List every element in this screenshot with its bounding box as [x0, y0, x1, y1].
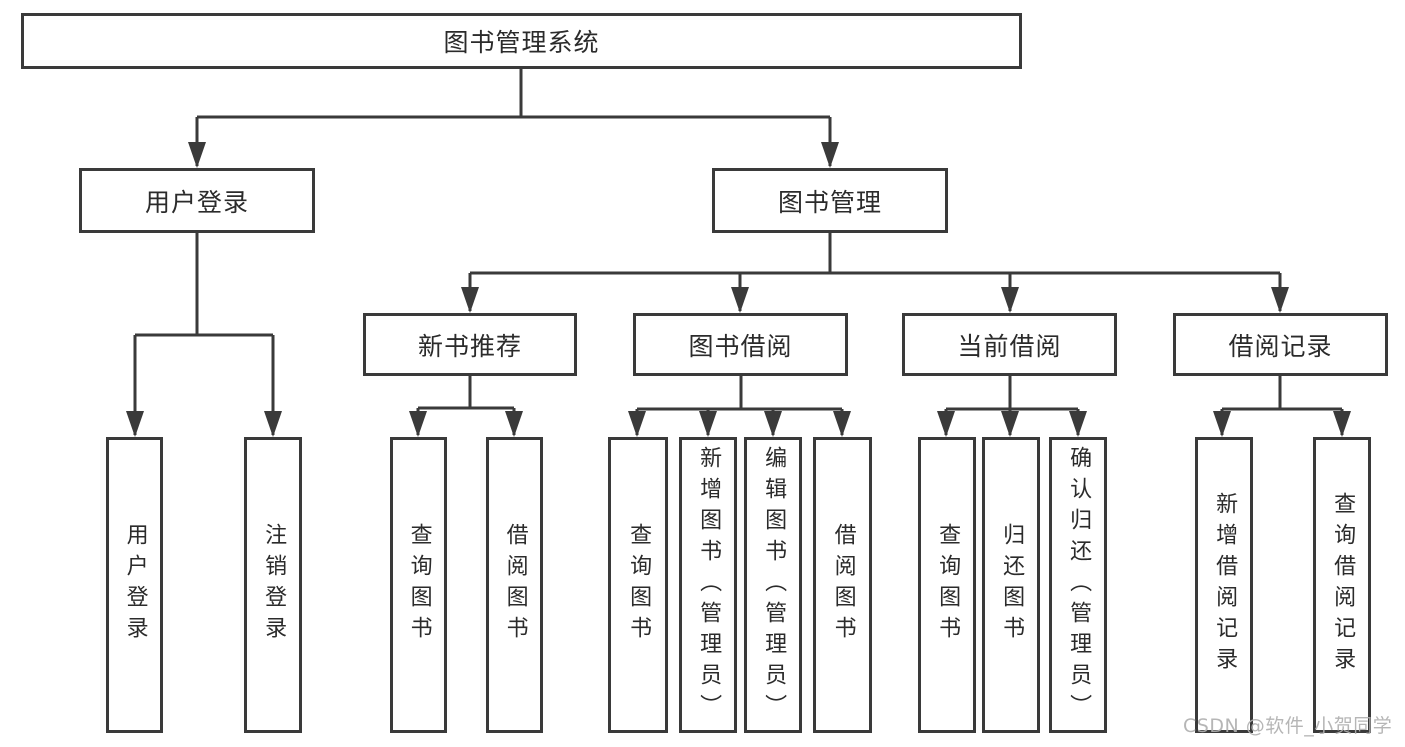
leaf-edit-books-admin-label: 编辑图书（管理员） — [761, 445, 787, 725]
node-book-management: 图书管理 — [712, 168, 948, 233]
node-borrowing-records-label: 借阅记录 — [1228, 331, 1333, 361]
leaf-query-books-borrow-label: 查询图书 — [626, 523, 652, 647]
leaf-query-books-recommend-label: 查询图书 — [406, 523, 432, 647]
node-new-book-recommend-label: 新书推荐 — [417, 331, 522, 361]
leaf-edit-books-admin: 编辑图书（管理员） — [744, 437, 802, 733]
leaf-query-borrow-record: 查询借阅记录 — [1313, 437, 1371, 733]
leaf-user-login: 用户登录 — [106, 437, 163, 733]
node-book-borrowing: 图书借阅 — [633, 313, 848, 376]
leaf-add-books-admin: 新增图书（管理员） — [679, 437, 737, 733]
leaf-add-borrow-record: 新增借阅记录 — [1195, 437, 1253, 733]
node-user-login-label: 用户登录 — [144, 187, 249, 217]
node-user-login: 用户登录 — [79, 168, 315, 233]
leaf-add-borrow-record-label: 新增借阅记录 — [1212, 492, 1238, 678]
leaf-borrow-books-recommend-label: 借阅图书 — [502, 523, 528, 647]
node-current-borrowing-label: 当前借阅 — [957, 331, 1062, 361]
leaf-borrow-books-borrow: 借阅图书 — [813, 437, 872, 733]
node-borrowing-records: 借阅记录 — [1173, 313, 1388, 376]
leaf-return-books: 归还图书 — [982, 437, 1040, 733]
node-library-management-system-label: 图书管理系统 — [443, 28, 600, 57]
leaf-return-books-label: 归还图书 — [999, 523, 1025, 647]
leaf-logout-login: 注销登录 — [244, 437, 302, 733]
leaf-query-books-borrow: 查询图书 — [608, 437, 668, 733]
node-new-book-recommend: 新书推荐 — [363, 313, 577, 376]
node-library-management-system: 图书管理系统 — [21, 13, 1022, 69]
leaf-confirm-return-admin-label: 确认归还（管理员） — [1066, 445, 1092, 725]
leaf-confirm-return-admin: 确认归还（管理员） — [1049, 437, 1107, 733]
node-book-borrowing-label: 图书借阅 — [688, 331, 793, 361]
leaf-query-books-recommend: 查询图书 — [390, 437, 447, 733]
watermark-text: CSDN @软件_小贺同学 — [1183, 715, 1393, 737]
leaf-query-books-current: 查询图书 — [918, 437, 976, 733]
node-book-management-label: 图书管理 — [777, 187, 882, 217]
leaf-user-login-label: 用户登录 — [122, 523, 148, 647]
leaf-query-borrow-record-label: 查询借阅记录 — [1330, 492, 1356, 678]
leaf-add-books-admin-label: 新增图书（管理员） — [696, 445, 722, 725]
node-current-borrowing: 当前借阅 — [902, 313, 1117, 376]
leaf-borrow-books-recommend: 借阅图书 — [486, 437, 543, 733]
leaf-query-books-current-label: 查询图书 — [935, 523, 961, 647]
leaf-logout-login-label: 注销登录 — [261, 523, 287, 647]
leaf-borrow-books-borrow-label: 借阅图书 — [830, 523, 856, 647]
